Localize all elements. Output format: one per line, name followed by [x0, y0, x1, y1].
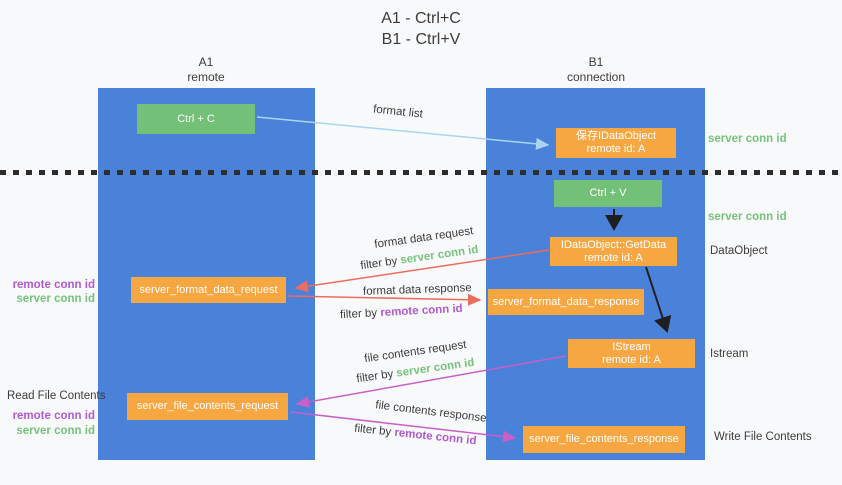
- note-server-conn-id-top: server conn id: [708, 133, 787, 145]
- label-filter-remote-conn-id-1: filter by remote conn id: [340, 303, 463, 321]
- node-server-format-data-request: server_format_data_request: [131, 277, 286, 303]
- node-save-idataobject-line1: 保存IDataObject: [575, 130, 657, 142]
- filter-by-text: filter by: [353, 422, 392, 439]
- lane-header-b1: B1 connection: [516, 55, 676, 85]
- node-file-request-label: server_file_contents_request: [136, 400, 279, 412]
- title-line-2: B1 - Ctrl+V: [381, 31, 461, 48]
- node-server-file-contents-request: server_file_contents_request: [127, 393, 288, 420]
- node-ctrl-c-label: Ctrl + C: [177, 112, 215, 125]
- note-remote-conn-id-upper: remote conn id: [12, 279, 95, 291]
- node-ctrl-c: Ctrl + C: [137, 104, 255, 134]
- note-server-conn-id-mid: server conn id: [708, 211, 787, 223]
- filter-by-text: filter by: [339, 307, 378, 322]
- node-format-response-label: server_format_data_response: [492, 295, 640, 308]
- note-read-file-contents: Read File Contents: [7, 390, 106, 402]
- remote-conn-id-text: remote conn id: [379, 302, 463, 320]
- note-remote-conn-id-lower: remote conn id: [12, 410, 95, 422]
- node-server-format-data-response: server_format_data_response: [488, 289, 644, 315]
- filter-by-text: filter by: [355, 368, 395, 386]
- lane-a1-role: remote: [187, 70, 225, 84]
- label-format-data-response: format data response: [362, 282, 472, 298]
- note-write-file-contents: Write File Contents: [714, 431, 812, 443]
- node-server-file-contents-response: server_file_contents_response: [523, 426, 685, 453]
- node-ctrl-v-label: Ctrl + V: [589, 187, 627, 199]
- label-filter-remote-conn-id-2: filter by remote conn id: [354, 423, 477, 448]
- diagram-title: A1 - Ctrl+C B1 - Ctrl+V: [0, 8, 842, 50]
- note-dataobject: DataObject: [710, 245, 768, 257]
- node-format-request-label: server_format_data_request: [139, 283, 278, 296]
- lane-b1-name: B1: [588, 55, 604, 69]
- note-istream: Istream: [710, 348, 749, 360]
- lane-header-a1: A1 remote: [126, 55, 286, 85]
- node-file-response-label: server_file_contents_response: [529, 433, 679, 445]
- server-conn-id-text: server conn id: [399, 243, 480, 267]
- lane-b1-role: connection: [566, 70, 626, 84]
- node-getdata-line2: remote id: A: [584, 251, 643, 264]
- title-line-1: A1 - Ctrl+C: [381, 10, 461, 27]
- note-server-conn-id-lower: server conn id: [16, 425, 95, 437]
- server-conn-id-text: server conn id: [395, 356, 476, 380]
- node-save-idataobject-line2: remote id: A: [586, 143, 646, 155]
- remote-conn-id-text: remote conn id: [393, 426, 478, 448]
- node-istream-line2: remote id: A: [602, 353, 661, 366]
- node-save-idataobject: 保存IDataObject remote id: A: [556, 128, 676, 158]
- node-ctrl-v: Ctrl + V: [554, 180, 662, 207]
- node-istream: IStream remote id: A: [568, 339, 695, 368]
- note-server-conn-id-upper: server conn id: [16, 293, 95, 305]
- session-divider: [0, 170, 842, 175]
- filter-by-text: filter by: [359, 255, 399, 273]
- node-istream-line1: IStream: [612, 340, 651, 353]
- node-idataobject-getdata: IDataObject::GetData remote id: A: [550, 237, 677, 266]
- label-file-contents-response: file contents response: [374, 399, 488, 425]
- lane-a1-name: A1: [198, 55, 214, 69]
- label-format-list: format list: [372, 103, 424, 121]
- node-getdata-line1: IDataObject::GetData: [560, 238, 667, 251]
